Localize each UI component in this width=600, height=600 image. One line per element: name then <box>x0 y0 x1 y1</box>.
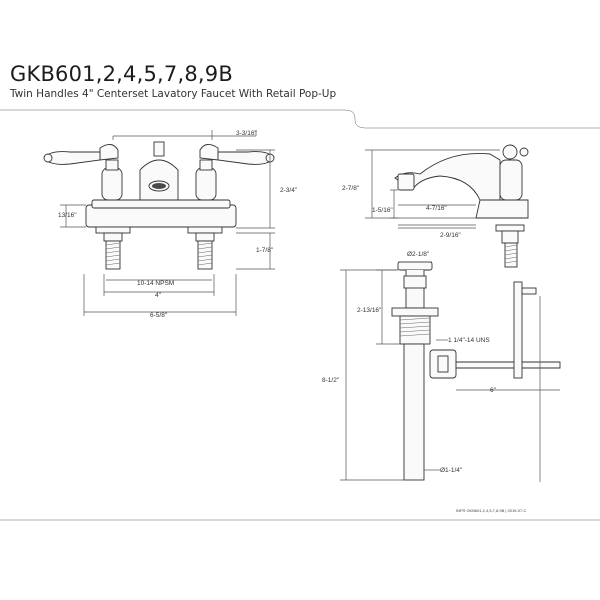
dim-total-height: 8-1/2" <box>322 377 340 384</box>
center-spout <box>139 141 179 201</box>
page-title: GKB601,2,4,5,7,8,9B <box>10 62 233 86</box>
dim-thread: 10-14 NPSM <box>137 280 174 287</box>
dim-side-height: 2-7/8" <box>342 185 360 192</box>
left-shank <box>95 226 131 270</box>
dim-overall-width: 6-5/8" <box>150 312 168 319</box>
dim-deck-thickness: 13/16" <box>58 212 77 219</box>
dim-drain-thread: 1 1/4"-14 UNS <box>448 337 490 344</box>
dim-front-height: 2-3/4" <box>280 187 298 194</box>
dim-body-height: 2-13/16" <box>357 307 382 314</box>
drawing-frame <box>0 109 600 129</box>
dim-handle-spacing: 3-3/16" <box>236 130 257 137</box>
dim-shank-length: 1-7/8" <box>256 247 274 254</box>
page-subtitle: Twin Handles 4" Centerset Lavatory Fauce… <box>10 88 337 100</box>
popup-drain-view: Ø2-1/8" 2-13/16" 1 1/4"-14 UNS 8-1/2" 6"… <box>322 251 561 482</box>
dim-spout-reach: 4-7/16" <box>426 205 447 212</box>
dim-tailpiece-dia: Ø1-1/4" <box>440 467 463 474</box>
right-handle <box>195 144 275 201</box>
dim-rod-length: 6" <box>490 387 497 394</box>
dim-flange-dia: Ø2-1/8" <box>407 251 430 258</box>
front-view: 3-3/16" 2-3/4" 13/16" 1-7/8" 10-14 NPSM … <box>43 130 298 319</box>
dim-base-reach: 2-9/16" <box>440 232 461 239</box>
dim-centerset: 4" <box>155 292 162 299</box>
dim-spout-height: 1-5/16" <box>372 207 393 214</box>
side-view: 2-7/8" 1-5/16" 4-7/16" 2-9/16" <box>342 144 529 268</box>
document-reference: INFR GKB601,2,4,5,7,8,9B | 2019-07-C <box>456 508 527 513</box>
right-shank <box>187 226 223 270</box>
left-handle <box>43 144 123 201</box>
